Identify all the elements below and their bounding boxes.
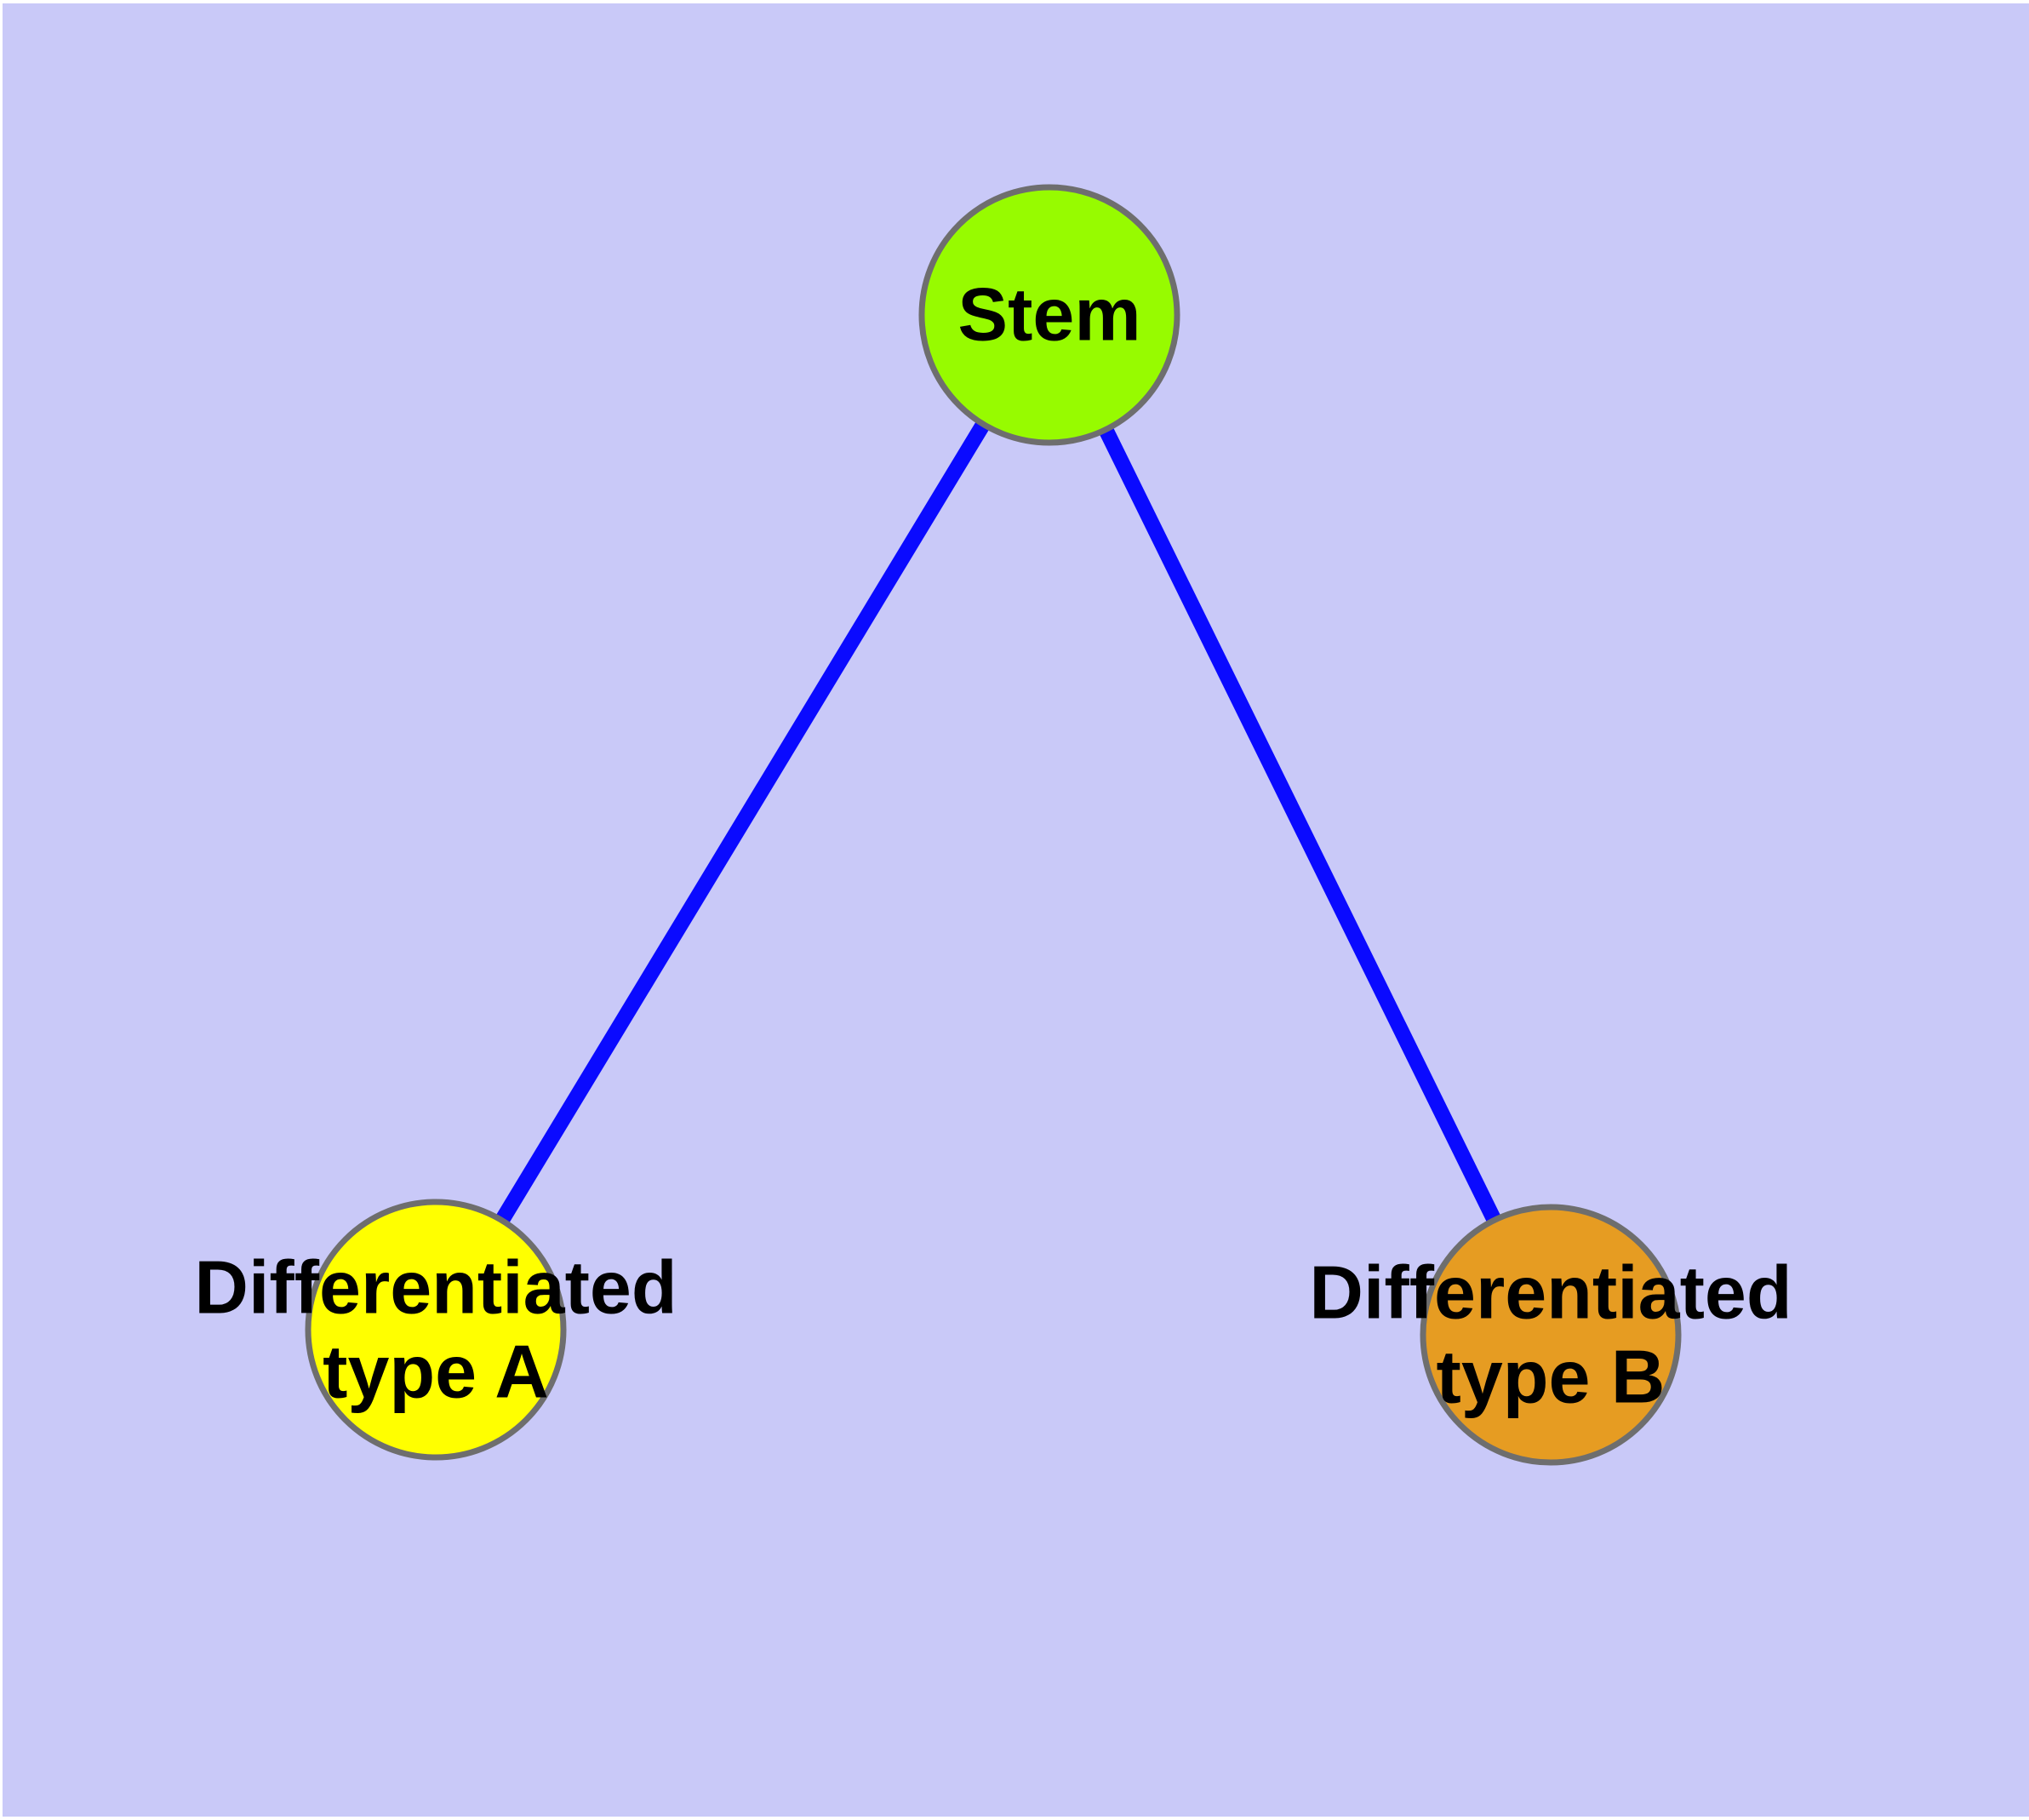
node-type-b-circle [1420,1204,1682,1466]
node-stem-circle [918,184,1180,446]
edge-stem-to-type-b [1042,312,1558,1338]
edge-stem-to-type-a [429,311,1056,1334]
node-type-a-circle [305,1199,567,1461]
